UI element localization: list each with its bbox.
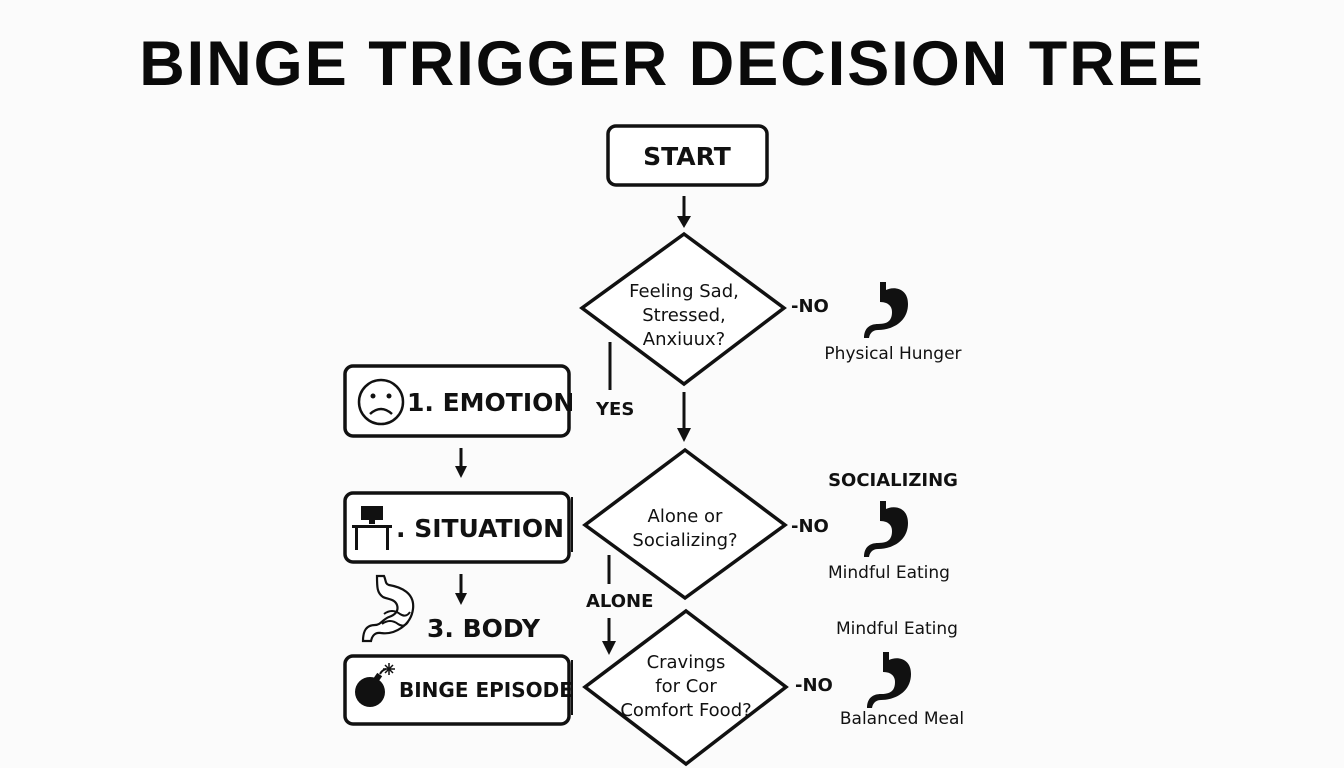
q1-line-1: Feeling Sad, [629,281,739,302]
q2-line-1: Alone or [648,506,724,527]
situation-node[interactable]: . SITUATION [343,491,571,564]
binge-label: BINGE EPISODE [399,678,573,702]
mindful-eating-label: Mindful Eating [836,619,958,639]
outcome-mindful-eating: Mindful Eating [828,501,950,583]
outcome-label: Balanced Meal [840,709,964,729]
start-node[interactable]: START [606,124,769,187]
outcome-label: Mindful Eating [828,563,950,583]
start-label: START [643,142,731,171]
question-alone-node[interactable]: Alone or Socializing? [582,447,788,601]
desk-computer-icon [352,506,392,550]
outcome-balanced-meal: Balanced Meal [840,652,964,729]
arrowhead [677,216,691,228]
q1-line-2: Stressed, [642,305,726,326]
socializing-label: SOCIALIZING [828,470,958,491]
no-label-1: -NO [791,296,829,317]
arrowhead [455,466,467,478]
no-label-3: -NO [795,675,833,696]
sad-face-icon [357,378,405,426]
q2-line-2: Socializing? [632,530,737,551]
q1-line-3: Anxiuux? [643,329,725,350]
no-label-2: -NO [791,516,829,537]
emotion-node[interactable]: 1. EMOTION [343,364,574,438]
stomach-icon [864,282,908,338]
emotion-label: 1. EMOTION [407,388,574,417]
stomach-outline-icon [361,574,415,643]
stomach-icon [867,652,911,708]
outcome-label: Physical Hunger [824,344,961,364]
q3-line-3: Comfort Food? [620,700,751,721]
q3-line-1: Cravings [647,652,726,673]
body-node: 3. BODY [361,574,541,643]
situation-label: . SITUATION [396,514,564,543]
binge-episode-node[interactable]: BINGE EPISODE [343,654,573,726]
bomb-icon [355,663,395,707]
outcome-physical-hunger: Physical Hunger [824,282,962,364]
stomach-icon [864,501,908,557]
body-label: 3. BODY [427,614,541,643]
arrowhead [677,428,691,442]
arrowhead [602,641,616,655]
question-feeling-node[interactable]: Feeling Sad, Stressed, Anxiuux? [579,231,787,387]
q3-line-2: for Cor [655,676,717,697]
question-cravings-node[interactable]: Cravings for Cor Comfort Food? [582,608,789,767]
arrowhead [455,593,467,605]
alone-label: ALONE [586,591,653,612]
page-title: BINGE TRIGGER DECISION TREE [139,29,1205,99]
yes-label: YES [595,399,634,420]
